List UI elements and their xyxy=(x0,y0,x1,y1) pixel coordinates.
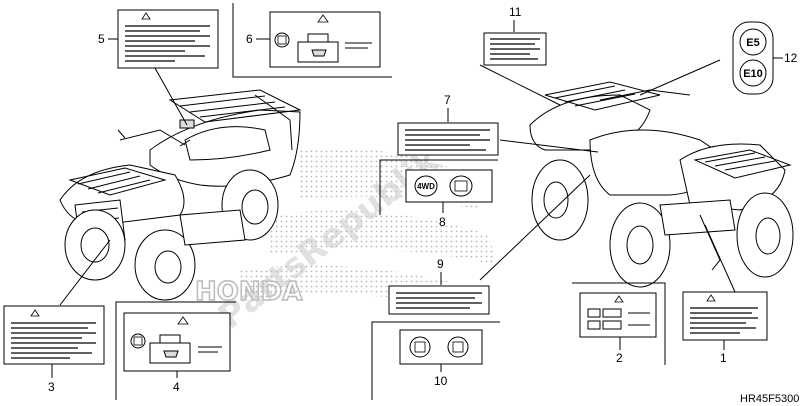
callout-8: 8 xyxy=(439,215,446,229)
label-11 xyxy=(483,32,547,66)
atv-left xyxy=(59,89,302,301)
callout-6: 6 xyxy=(246,32,253,46)
callout-1: 1 xyxy=(720,351,727,365)
callout-2: 2 xyxy=(616,351,623,365)
fuel-badge-e10: E10 xyxy=(743,68,763,80)
label-3 xyxy=(3,305,105,365)
label-8-group xyxy=(379,159,498,215)
fuel-badge-e5: E5 xyxy=(746,37,759,49)
label-1 xyxy=(682,291,768,341)
label-6-group xyxy=(232,3,392,78)
label-10-group xyxy=(371,321,500,400)
fourwd-icon: 4WD xyxy=(417,182,435,191)
callout-11: 11 xyxy=(509,5,522,19)
label-5 xyxy=(117,9,219,69)
callout-5: 5 xyxy=(98,32,105,46)
diagram-code: HR45F5300 xyxy=(740,393,799,405)
atv-right xyxy=(529,81,794,288)
label-7 xyxy=(397,122,499,156)
callout-10: 10 xyxy=(434,374,448,388)
label-12: E5 E10 xyxy=(732,21,774,95)
callout-4: 4 xyxy=(173,380,180,394)
leader-lines xyxy=(59,59,736,306)
callout-7: 7 xyxy=(444,93,451,107)
label-9 xyxy=(388,285,490,315)
callout-9: 9 xyxy=(437,257,444,271)
callout-12: 12 xyxy=(784,51,798,65)
label-2-group xyxy=(572,282,666,365)
callout-3: 3 xyxy=(48,380,55,394)
